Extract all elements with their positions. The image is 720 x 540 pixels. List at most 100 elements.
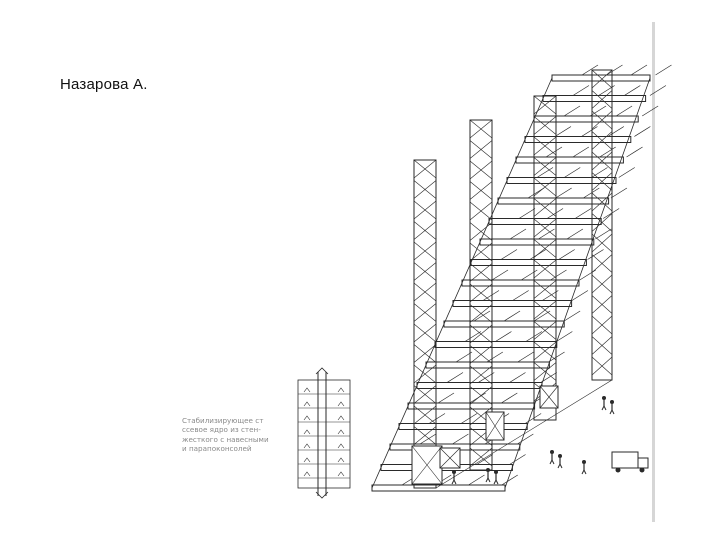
slab-rib: [583, 187, 600, 199]
slab-rib: [641, 105, 659, 117]
truck-wheel: [639, 467, 645, 473]
caption-line-1: Стабилизирующее ст: [182, 416, 264, 425]
shaft-outline: [413, 159, 437, 489]
small-arrow: [303, 387, 311, 393]
shaft-outline: [591, 69, 613, 381]
brace: [469, 242, 493, 262]
brace: [533, 136, 557, 156]
brace: [469, 119, 493, 139]
brace: [533, 239, 557, 258]
slab-rib: [428, 413, 446, 424]
brace: [469, 283, 493, 303]
person-leg: [451, 479, 455, 485]
slab-rib: [587, 249, 604, 260]
brace: [413, 180, 437, 199]
slab-rib: [566, 228, 584, 240]
slide-title: Назарова А.: [60, 76, 148, 93]
small-arrow: [337, 443, 345, 449]
slab-rib: [501, 474, 518, 486]
small-arrow: [303, 471, 311, 477]
ground-edge: [435, 379, 613, 489]
floor-slab: [497, 187, 628, 205]
slab-rib: [518, 208, 536, 219]
person-leg: [551, 459, 555, 465]
person-leg: [581, 469, 585, 475]
slab-rib: [548, 351, 565, 363]
person-head: [610, 400, 614, 404]
brace: [413, 426, 437, 445]
slab-rib: [486, 351, 504, 363]
floor-slab: [452, 290, 589, 307]
floor-slab: [515, 146, 643, 164]
floor-slab: [542, 85, 667, 102]
slab-edge: [398, 423, 528, 430]
slab-rib: [655, 64, 672, 76]
brace: [413, 159, 437, 179]
slab-rib: [563, 105, 581, 117]
brace: [413, 344, 437, 363]
brace: [413, 200, 437, 220]
slab-rib: [468, 474, 485, 486]
slab-edge: [425, 361, 550, 369]
base-block: [485, 411, 505, 441]
brace: [413, 262, 437, 281]
floor-slab: [425, 351, 565, 369]
person-leg: [611, 409, 615, 415]
person-head: [452, 470, 456, 474]
brace: [469, 386, 493, 405]
slab-rib: [572, 146, 590, 158]
slab-rib: [571, 290, 589, 301]
block-diag: [439, 447, 461, 469]
brace: [591, 336, 613, 355]
brace: [413, 385, 437, 404]
slab-rib: [512, 290, 529, 301]
brace: [413, 303, 437, 322]
brace: [533, 177, 557, 197]
person-leg: [609, 409, 613, 415]
brace: [591, 110, 613, 130]
small-arrow: [303, 415, 311, 421]
brace: [413, 323, 437, 343]
slab-rib: [473, 310, 491, 322]
brace: [533, 300, 557, 320]
core-shaft: [533, 95, 557, 421]
block-diag: [411, 445, 443, 485]
person-leg: [485, 477, 489, 483]
slab-rib: [482, 290, 500, 301]
slab-rib: [602, 208, 620, 219]
slab-rib: [610, 187, 628, 199]
person-head: [582, 460, 586, 464]
caption-line-3: жесткого с навесными: [182, 434, 269, 444]
silhouette-edge: [371, 77, 553, 489]
person-leg: [487, 477, 491, 483]
slab-rib: [517, 433, 534, 445]
brace: [591, 356, 613, 376]
diagram-caption: Стабилизирующее ст ссевое ядро из стен- …: [182, 416, 292, 454]
slab-edge: [542, 95, 647, 102]
slab-rib: [550, 269, 567, 281]
floor-slab: [407, 392, 550, 410]
slab-rib: [599, 146, 616, 158]
slab-rib: [572, 85, 590, 96]
brace: [591, 131, 613, 150]
slab-rib: [607, 126, 625, 137]
slab-rib: [615, 105, 633, 117]
brace: [469, 324, 493, 344]
brace: [533, 341, 557, 361]
small-arrow: [337, 429, 345, 435]
slab-rib: [455, 351, 473, 363]
brace: [533, 280, 557, 299]
slab-rib: [500, 249, 518, 260]
slab-rib: [630, 64, 648, 76]
person-leg: [583, 469, 587, 475]
slab-rib: [464, 331, 482, 342]
person-head: [550, 450, 554, 454]
brace: [533, 218, 557, 238]
caption-line-2: ссевое ядро из стен-: [182, 425, 261, 435]
person-leg: [549, 459, 553, 465]
slab-rib: [591, 167, 608, 178]
small-arrow: [337, 401, 345, 407]
page-edge: [652, 22, 655, 522]
load-arrow: [315, 491, 329, 499]
slab-rib: [649, 85, 667, 96]
